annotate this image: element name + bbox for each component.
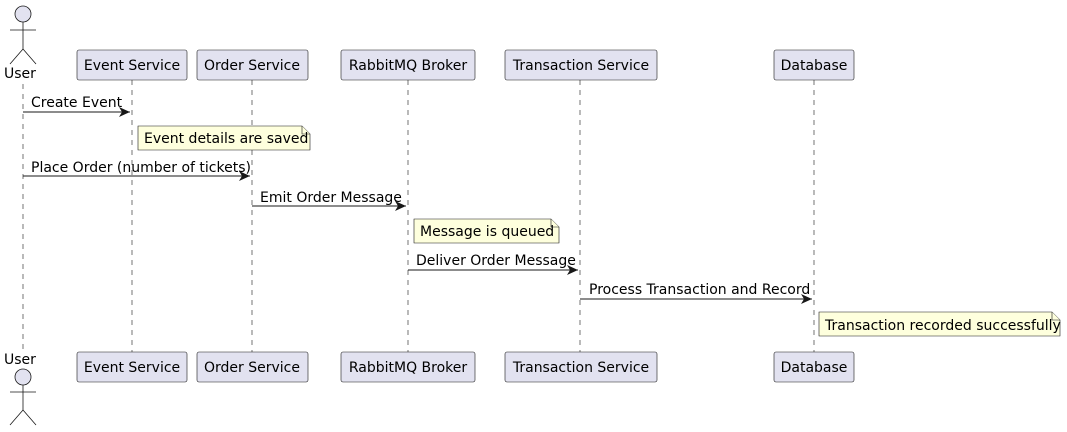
note-event-details-saved: Event details are saved <box>137 125 311 151</box>
svg-text:Event Service: Event Service <box>84 58 180 74</box>
participant-order-service-bottom: Order Service <box>196 351 309 383</box>
svg-text:Emit Order Message: Emit Order Message <box>260 190 402 206</box>
actor-user-label-top: User <box>4 66 36 82</box>
svg-text:Place Order (number of tickets: Place Order (number of tickets) <box>31 160 251 176</box>
svg-text:Message is queued: Message is queued <box>420 224 554 240</box>
svg-text:RabbitMQ Broker: RabbitMQ Broker <box>349 58 468 74</box>
svg-text:Database: Database <box>781 58 848 74</box>
svg-text:Transaction Service: Transaction Service <box>512 360 649 376</box>
svg-text:Order Service: Order Service <box>204 360 300 376</box>
svg-text:Deliver Order Message: Deliver Order Message <box>416 253 576 269</box>
participant-rabbitmq-broker-top: RabbitMQ Broker <box>340 49 476 81</box>
actor-user-label-bottom: User <box>4 352 36 368</box>
note-transaction-recorded: Transaction recorded successfully <box>818 311 1061 337</box>
svg-text:Transaction recorded successfu: Transaction recorded successfully <box>824 318 1061 334</box>
participant-transaction-service-bottom: Transaction Service <box>504 351 658 383</box>
svg-text:Order Service: Order Service <box>204 58 300 74</box>
participant-database-top: Database <box>773 49 855 81</box>
svg-text:Database: Database <box>781 360 848 376</box>
svg-text:Process Transaction and Record: Process Transaction and Record <box>589 282 810 298</box>
participant-order-service-top: Order Service <box>196 49 309 81</box>
message-deliver-order-message: Deliver Order Message <box>408 253 578 275</box>
actor-user-top: User <box>4 5 37 82</box>
svg-text:RabbitMQ Broker: RabbitMQ Broker <box>349 360 468 376</box>
message-emit-order-message: Emit Order Message <box>252 190 406 211</box>
participant-event-service-bottom: Event Service <box>76 351 188 383</box>
svg-text:Event Service: Event Service <box>84 360 180 376</box>
svg-text:Transaction Service: Transaction Service <box>512 58 649 74</box>
participant-database-bottom: Database <box>773 351 855 383</box>
actor-user-bottom: User <box>4 352 37 426</box>
svg-text:Event details are saved: Event details are saved <box>144 131 308 147</box>
participant-event-service-top: Event Service <box>76 49 188 81</box>
participant-transaction-service-top: Transaction Service <box>504 49 658 81</box>
message-process-transaction: Process Transaction and Record <box>580 282 812 304</box>
participant-rabbitmq-broker-bottom: RabbitMQ Broker <box>340 351 476 383</box>
message-place-order: Place Order (number of tickets) <box>23 160 251 181</box>
message-create-event: Create Event <box>23 95 130 117</box>
note-message-queued: Message is queued <box>413 218 560 244</box>
svg-text:Create Event: Create Event <box>31 95 123 111</box>
